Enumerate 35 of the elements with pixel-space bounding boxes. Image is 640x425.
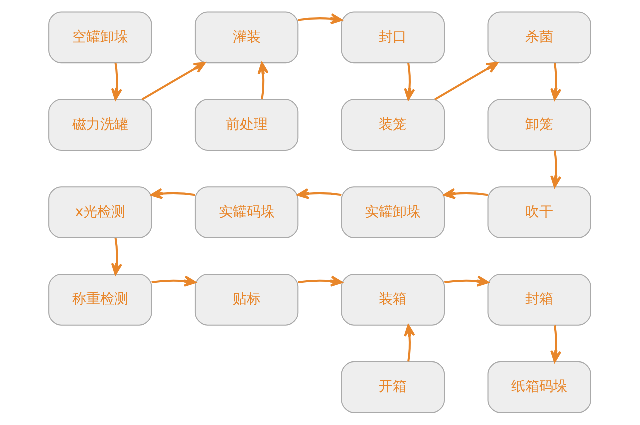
arrow [404,324,416,362]
node-box: 封口 [341,12,446,64]
arrow [550,326,562,363]
node-box: 空罐卸垛 [48,12,152,64]
node-box: 纸箱码垛 [488,361,592,414]
node-box: 封箱 [488,274,592,326]
arrow [444,188,488,200]
node-box: 吹干 [488,186,592,238]
arrow [298,14,343,25]
arrow [404,63,416,100]
arrow [444,276,490,287]
node-box: 开箱 [341,361,446,414]
node-box: 灌装 [194,12,299,64]
arrow [111,63,122,100]
node-box: x光检测 [48,186,152,238]
node-box: 杀菌 [488,12,592,64]
node-box: 卸笼 [488,99,592,151]
node-box: 实罐卸垛 [341,186,446,238]
arrow [298,276,343,287]
node-box: 磁力洗罐 [48,99,152,151]
arrow [258,62,269,100]
node-box: 装箱 [341,274,446,326]
node-box: 前处理 [194,99,299,151]
arrow [550,63,562,100]
node-box: 实罐码垛 [194,186,299,238]
node-box: 称重检测 [48,274,152,326]
arrow [111,238,122,276]
arrow [152,276,196,287]
node-box: 贴标 [194,274,299,326]
arrow [550,150,562,188]
arrow [297,188,342,200]
arrow [150,188,196,200]
arrow [142,62,206,100]
node-box: 装笼 [341,99,446,151]
arrow [434,62,499,100]
